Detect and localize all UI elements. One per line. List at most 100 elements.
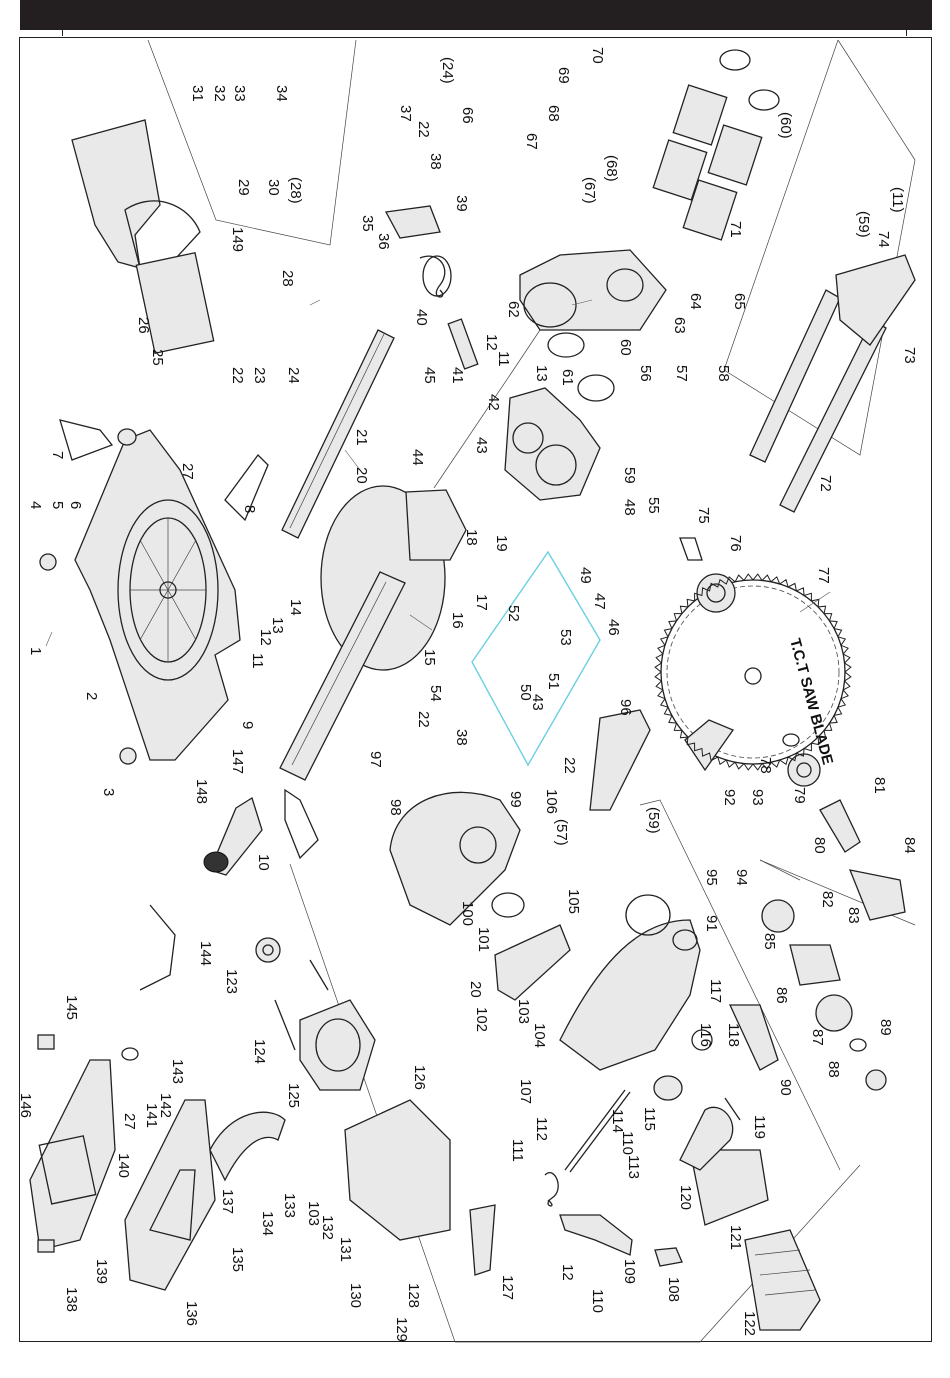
label-27a: 27 [179,463,196,480]
label-60: 60 [617,339,634,356]
label-103a: 103 [515,999,532,1024]
label-11b: 11 [495,351,512,367]
label-12c: 12 [559,1264,576,1281]
label-128: 128 [405,1283,422,1308]
label-57: 57 [673,365,690,382]
label-66: 66 [459,107,476,124]
label-137: 137 [219,1189,236,1214]
label-64: 64 [687,293,704,310]
label-38b: 38 [453,729,470,746]
label-75: 75 [695,507,712,524]
label-76: 76 [727,535,744,552]
label-139: 139 [93,1259,110,1284]
label-28p: (28) [287,177,304,204]
label-90: 90 [777,1079,794,1096]
label-77: 77 [815,567,832,584]
label-67p: (67) [581,177,598,204]
label-60p: (60) [777,112,794,139]
label-110b: 110 [619,1131,636,1155]
fence-assembly [71,119,215,355]
label-54: 54 [427,685,444,702]
label-5: 5 [49,501,66,509]
label-53: 53 [557,629,574,646]
label-67: 67 [523,133,540,150]
label-87: 87 [809,1029,826,1046]
label-51: 51 [545,673,562,690]
label-70: 70 [589,47,606,64]
label-117: 117 [707,979,724,1003]
label-16: 16 [449,612,466,629]
label-36: 36 [375,233,392,250]
label-92: 92 [721,789,738,806]
label-29: 29 [235,179,252,196]
label-144: 144 [197,941,214,966]
label-24p: (24) [439,57,456,84]
label-22a: 22 [229,367,246,384]
saw-blade: T.C.T SAW BLADE [660,579,846,767]
label-48: 48 [621,499,638,516]
label-81: 81 [871,777,888,794]
label-113: 113 [625,1155,642,1179]
label-107: 107 [517,1079,534,1104]
motor-housing [255,937,496,1276]
table-assembly [203,485,467,876]
upper-arm-castings [504,249,667,501]
label-123: 123 [223,969,240,994]
label-121: 121 [727,1225,744,1250]
label-40: 40 [413,309,430,326]
label-147: 147 [229,749,246,774]
label-83: 83 [845,907,862,924]
label-93: 93 [749,789,766,806]
label-124: 124 [251,1039,268,1064]
part-labels: 1 2 3 4 5 6 7 8 9 10 11 11 (11) 12 12 12… [17,47,918,1342]
label-31: 31 [189,85,206,102]
label-59p1: (59) [855,211,872,238]
label-106: 106 [543,789,560,814]
label-6: 6 [67,501,84,509]
label-27b: 27 [121,1113,138,1130]
label-4: 4 [27,501,44,509]
label-59p2: (59) [645,807,662,834]
label-35: 35 [359,215,376,232]
label-130: 130 [347,1283,364,1308]
label-98: 98 [387,799,404,816]
motor-parts [653,799,906,1331]
label-129: 129 [393,1317,410,1342]
label-7: 7 [49,451,66,459]
label-22b: 22 [415,121,432,138]
label-116: 116 [697,1023,714,1047]
label-12b: 12 [483,334,500,351]
label-15: 15 [421,649,438,666]
label-55: 55 [645,497,662,514]
label-26: 26 [135,317,152,334]
label-111: 111 [509,1139,526,1162]
label-140: 140 [115,1153,132,1178]
label-74: 74 [875,231,892,248]
label-79: 79 [791,787,808,804]
handle-assembly [29,904,286,1291]
label-88: 88 [825,1061,842,1078]
label-23: 23 [251,367,268,384]
label-37: 37 [397,105,414,122]
label-82: 82 [819,891,836,908]
label-114: 114 [609,1109,626,1133]
label-115: 115 [641,1107,658,1131]
label-8: 8 [241,505,258,513]
label-34: 34 [273,85,290,102]
label-2: 2 [83,692,100,700]
label-132: 132 [319,1215,336,1240]
label-149: 149 [229,227,246,252]
label-30: 30 [265,179,282,196]
label-50: 50 [517,684,534,701]
label-84: 84 [901,837,918,854]
label-108: 108 [665,1277,682,1302]
lower-guard [389,791,571,1001]
label-61: 61 [559,369,576,386]
bushings-rails [652,49,916,513]
label-11a: 11 [249,653,266,669]
label-94: 94 [733,869,750,886]
label-14: 14 [287,599,304,616]
label-112: 112 [533,1117,550,1141]
label-3: 3 [100,788,117,796]
label-102: 102 [473,1007,490,1032]
